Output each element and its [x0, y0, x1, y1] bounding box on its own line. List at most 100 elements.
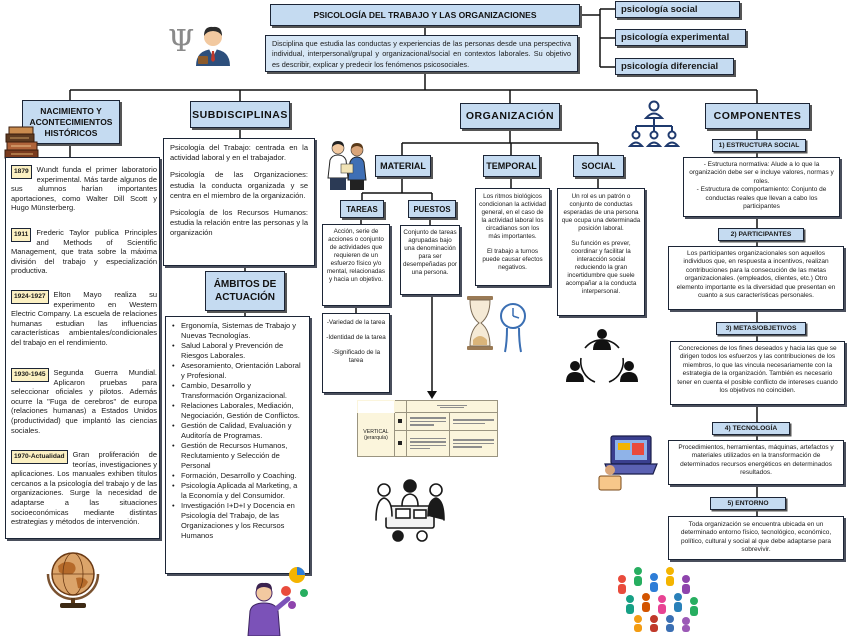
tasks-header: TAREAS: [340, 200, 384, 218]
subdisciplines-header: SUBDISCIPLINAS: [190, 101, 290, 128]
businessman-icon: [196, 26, 230, 66]
definition-box: Disciplina que estudia las conductas y e…: [265, 35, 578, 72]
component-header: 3) METAS/OBJETIVOS: [716, 322, 806, 335]
component-box: Los participantes organizacionales son a…: [668, 246, 844, 310]
component-text: Toda organización se encuentra ubicada e…: [680, 521, 832, 554]
related-field: psicología experimental: [615, 29, 746, 46]
subdiscipline-text: Psicología del Trabajo: centrada en la a…: [170, 143, 308, 163]
component-text: - Estructura de comportamiento: Conjunto…: [696, 186, 827, 211]
year-badge: 1879: [11, 165, 32, 179]
positions-definition: Conjunto de tareas agrupadas bajo una de…: [403, 229, 457, 276]
event-text: Gran proliferación de teorías, investiga…: [11, 450, 157, 527]
list-item: Gestión de Recursos Humanos, Reclutamien…: [171, 441, 304, 471]
tasks-dimensions-box: -Variedad de la tarea -Identidad de la t…: [322, 313, 390, 393]
component-header: 2) PARTICIPANTES: [718, 228, 804, 241]
subdiscipline-text: Psicología de los Recursos Humanos: estu…: [170, 208, 308, 238]
team-working-icon: [375, 479, 445, 542]
hierarchy-table: VERTICAL (jerarquía): [357, 400, 499, 457]
tasks-definition: Acción, serie de acciones o conjunto de …: [326, 228, 386, 283]
books-icon: [4, 126, 39, 159]
component-box: - Estructura normativa: Alude a lo que l…: [683, 157, 840, 217]
list-item: Psicología Aplicada al Marketing, a la E…: [171, 481, 304, 501]
org-chart-icon: [628, 100, 680, 147]
task-dimension: -Variedad de la tarea: [326, 319, 386, 326]
component-box: Toda organización se encuentra ubicada e…: [668, 516, 844, 560]
task-dimension: -Identidad de la tarea: [326, 334, 386, 341]
social-text: Un rol es un patrón o conjunto de conduc…: [561, 193, 641, 232]
table-row-label: VERTICAL (jerarquía): [357, 412, 395, 457]
scopes-box: Ergonomía, Sistemas de Trabajo y Nuevas …: [165, 316, 310, 574]
component-text: Procedimientos, herramientas, máquinas, …: [678, 444, 834, 477]
temporal-header: TEMPORAL: [483, 155, 540, 177]
task-dimension: -Significado de la tarea: [331, 349, 381, 364]
year-badge: 1911: [11, 228, 32, 242]
component-text: Concreciones de los fines deseados y hac…: [677, 345, 838, 395]
event-text: Segunda Guerra Mundial. Aplicaron prueba…: [11, 368, 157, 435]
psi-symbol: Ψ: [168, 24, 195, 59]
hourglass-clock-icon: [467, 296, 526, 353]
hierarchy-table-grid: VERTICAL (jerarquía): [357, 400, 499, 457]
social-box: Un rol es un patrón o conjunto de conduc…: [557, 188, 645, 316]
list-item: Cambio, Desarrollo y Transformación Orga…: [171, 381, 304, 401]
temporal-box: Los ritmos biológicos condicionan la act…: [475, 188, 550, 286]
positions-header: PUESTOS: [408, 200, 456, 218]
material-header: MATERIAL: [375, 155, 431, 177]
event-text: Frederic Taylor publica Principles and M…: [11, 228, 157, 276]
arrow-head: [427, 391, 437, 399]
globe-icon: [46, 552, 100, 608]
organization-header: ORGANIZACIÓN: [460, 103, 560, 129]
table-cell: [405, 430, 451, 457]
row-marker: [398, 418, 403, 423]
event-text: Wundt funda el primer laboratorio experi…: [11, 165, 157, 213]
component-header: 5) ENTORNO: [710, 497, 786, 510]
social-header: SOCIAL: [573, 155, 624, 177]
component-text: - Estructura normativa: Alude a lo que l…: [689, 161, 834, 185]
list-item: Gestión de Calidad, Evaluación y Auditor…: [171, 421, 304, 441]
main-title: PSICOLOGÍA DEL TRABAJO Y LAS ORGANIZACIO…: [270, 4, 580, 26]
component-box: Concreciones de los fines deseados y hac…: [670, 341, 845, 405]
related-field: psicología diferencial: [615, 58, 734, 75]
table-cell: [449, 412, 498, 431]
social-text: Su función es prever, coordinar y facili…: [565, 240, 637, 295]
crowd-icon: [618, 567, 698, 632]
list-item: Relaciones Laborales, Mediación, Negocia…: [171, 401, 304, 421]
list-item: Investigación I+D+I y Docencia en Psicol…: [171, 501, 304, 541]
table-cell: [405, 412, 451, 431]
year-badge: 1970-Actualidad: [11, 450, 68, 464]
list-item: Ergonomía, Sistemas de Trabajo y Nuevas …: [171, 321, 304, 341]
timeline-box: [5, 157, 160, 539]
temporal-text: Los ritmos biológicos condicionan la act…: [479, 193, 546, 240]
presenter-icon: [247, 567, 308, 636]
laptop-icon: [598, 435, 658, 491]
list-item: Asesoramiento, Orientación Laboral y Pro…: [171, 361, 304, 381]
component-text: Los participantes organizacionales son a…: [676, 250, 836, 300]
row-marker: [398, 440, 403, 445]
related-field: psicología social: [615, 1, 740, 18]
positions-definition-box: Conjunto de tareas agrupadas bajo una de…: [400, 225, 460, 295]
components-header: COMPONENTES: [705, 103, 810, 129]
component-box: Procedimientos, herramientas, máquinas, …: [668, 440, 844, 485]
component-header: 4) TECNOLOGÍA: [712, 422, 790, 435]
table-cell: [449, 430, 498, 457]
year-badge: 1930-1945: [11, 368, 49, 382]
subdisciplines-box: Psicología del Trabajo: centrada en la a…: [163, 138, 315, 266]
scopes-list: Ergonomía, Sistemas de Trabajo y Nuevas …: [171, 321, 304, 541]
component-header: 1) ESTRUCTURA SOCIAL: [712, 139, 806, 152]
year-badge: 1924-1927: [11, 290, 49, 304]
scopes-header: ÁMBITOS DE ACTUACIÓN: [205, 271, 285, 311]
people-network-icon: [566, 329, 638, 383]
list-item: Formación, Desarrollo y Coaching.: [171, 471, 304, 481]
table-header-cell: [405, 400, 499, 413]
office-workers-icon: [327, 141, 367, 190]
tasks-definition-box: Acción, serie de acciones o conjunto de …: [322, 224, 390, 306]
temporal-text: El trabajo a turnos puede causar efectos…: [482, 248, 543, 271]
history-header: NACIMIENTO Y ACONTECIMIENTOS HISTÓRICOS: [22, 100, 120, 144]
list-item: Salud Laboral y Prevención de Riesgos La…: [171, 341, 304, 361]
